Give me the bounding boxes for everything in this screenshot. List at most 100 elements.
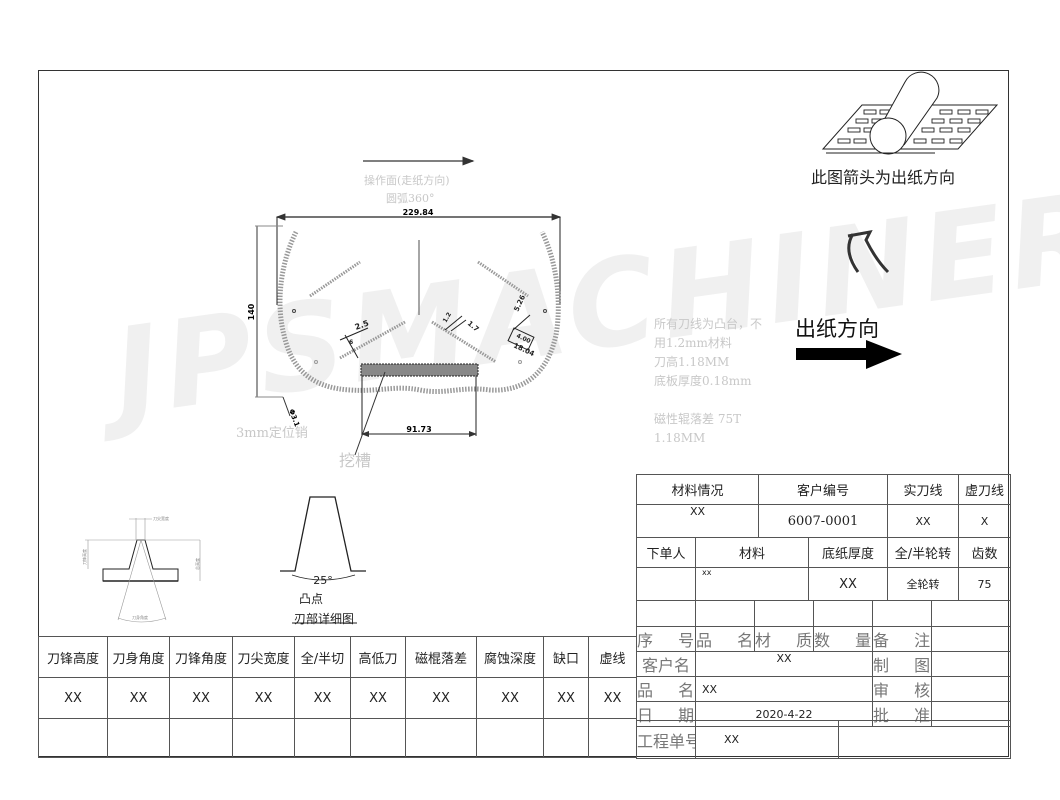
- project-no-label: 工程单号: [636, 720, 696, 759]
- material-header: 材料: [695, 537, 809, 568]
- note-line: 磁性辊落差 75T: [654, 412, 742, 426]
- spec-value: XX: [350, 677, 406, 719]
- height-dimension: 140 Φ3.1: [247, 225, 301, 428]
- spec-header: 刀尖宽度: [232, 636, 295, 678]
- customer-code-value: 6007-0001: [758, 504, 888, 538]
- teeth-header: 齿数: [958, 537, 1011, 568]
- material-status-header: 材料情况: [636, 474, 759, 505]
- title-block-order: 下单人 材料 底纸厚度 全/半轮转 齿数 xx XX 全轮转 75: [636, 537, 1011, 601]
- product-name-label: 品 名: [636, 676, 696, 702]
- slot-dim-label: 91.73: [406, 425, 431, 434]
- bump-label: 凸点: [299, 592, 324, 606]
- spec-value: XX: [107, 677, 170, 719]
- operation-side-label: 操作面(走纸方向): [364, 174, 450, 187]
- orderer-value: [636, 567, 696, 601]
- spec-header: 刀锋高度: [38, 636, 108, 678]
- blade-edge-detail: 25°: [280, 496, 366, 624]
- customer-name-value: XX: [695, 651, 873, 677]
- note-line: 所有刀线为凸台，不: [654, 317, 763, 331]
- spec-header: 磁棍落差: [405, 636, 477, 678]
- seq-header: 序 号: [636, 626, 696, 652]
- material-status-value: XX: [636, 504, 759, 538]
- groove-slot: [360, 363, 479, 377]
- spec-value-row: XX XX XX XX XX XX XX XX XX XX: [38, 677, 637, 719]
- paper-roll-icon: [821, 71, 999, 155]
- slot-dimension: 91.73: [354, 371, 477, 456]
- dashed-line-header: 虚刀线: [958, 474, 1011, 505]
- remark-header: 备 注: [872, 626, 932, 652]
- spec-header: 高低刀: [350, 636, 406, 678]
- die-cut-outline: [277, 230, 561, 395]
- part-name-header: 品 名: [695, 626, 755, 652]
- drawn-label: 制 图: [872, 651, 932, 677]
- spec-value: XX: [232, 677, 295, 719]
- legend-caption: 此图箭头为出纸方向: [811, 168, 956, 187]
- product-name-value: XX: [695, 676, 873, 702]
- small-dimensions: 2.5 6 1.2 1.7 5.26 4.00 18.04: [339, 294, 536, 359]
- height-dim-label: 140: [247, 303, 256, 320]
- reviewed-label: 审 核: [872, 676, 932, 702]
- rotation-value: 全轮转: [887, 567, 959, 601]
- spec-table: 刀锋高度 刀身角度 刀锋角度 刀尖宽度 全/半切 高低刀 磁棍落差 腐蚀深度 缺…: [38, 636, 637, 758]
- dashed-line-value: X: [958, 504, 1011, 538]
- dim-1-7: 1.7: [466, 319, 481, 333]
- spec-value: XX: [588, 677, 637, 719]
- tip-width-label: 刀尖宽度: [153, 515, 169, 521]
- width-dim-label: 229.84: [403, 208, 434, 217]
- pin-label: 3mm定位销: [236, 426, 308, 441]
- customer-code-header: 客户编号: [758, 474, 888, 505]
- dim-2-5: 2.5: [354, 318, 371, 331]
- blade-cross-section: 刀尖宽度 刀锋高度 总高度 刀身角度: [81, 515, 201, 623]
- spec-header-row: 刀锋高度 刀身角度 刀锋角度 刀尖宽度 全/半切 高低刀 磁棍落差 腐蚀深度 缺…: [38, 636, 637, 678]
- total-height-label: 总高度: [194, 558, 200, 570]
- arrow-right-icon: [796, 340, 902, 369]
- location-holes: [292, 309, 547, 364]
- dim-1-2: 1.2: [442, 311, 453, 324]
- arc-label: 圆弧360°: [386, 192, 435, 205]
- slot-label: 挖槽: [339, 451, 372, 470]
- angle-label: 25°: [313, 574, 333, 587]
- note-line: 底板厚度0.18mm: [654, 374, 752, 388]
- body-angle-label: 刀身角度: [132, 614, 148, 620]
- dim-5-26: 5.26: [513, 294, 528, 313]
- solid-line-value: XX: [887, 504, 959, 538]
- spec-value: XX: [405, 677, 477, 719]
- liner-thickness-header: 底纸厚度: [808, 537, 888, 568]
- rotation-header: 全/半轮转: [887, 537, 959, 568]
- spec-header: 缺口: [543, 636, 589, 678]
- material-value: xx: [695, 567, 809, 601]
- notes: 所有刀线为凸台，不 用1.2mm材料 刀高1.18MM 底板厚度0.18mm 磁…: [654, 315, 762, 448]
- dim-18-04: 18.04: [512, 342, 536, 359]
- teeth-value: 75: [958, 567, 1011, 601]
- blade-detail-title: 刃部详细图: [294, 612, 355, 626]
- spec-value: XX: [169, 677, 233, 719]
- spec-header: 全/半切: [294, 636, 351, 678]
- customer-name-label: 客户名: [636, 651, 696, 677]
- solid-line-header: 实刀线: [887, 474, 959, 505]
- spec-value: XX: [476, 677, 544, 719]
- dim-6: 6: [349, 339, 353, 346]
- width-dimension: 229.84: [275, 208, 562, 305]
- spec-value: XX: [294, 677, 351, 719]
- title-block-project: 工程单号 XX: [636, 720, 1011, 759]
- orderer-header: 下单人: [636, 537, 696, 568]
- paper-direction-label: 出纸方向: [795, 317, 879, 341]
- liner-thickness-value: XX: [808, 567, 888, 601]
- spec-value: XX: [543, 677, 589, 719]
- curved-arrow-icon: [847, 229, 890, 274]
- note-line: 用1.2mm材料: [654, 336, 732, 350]
- internal-cut-lines: [309, 260, 529, 364]
- spec-header: 虚线: [588, 636, 637, 678]
- spec-header: 刀身角度: [107, 636, 170, 678]
- spec-header: 刀锋角度: [169, 636, 233, 678]
- title-block-material: 材料情况 客户编号 实刀线 虚刀线 XX 6007-0001 XX X: [636, 474, 1011, 538]
- spec-value: XX: [38, 677, 108, 719]
- quantity-header: 数 量: [813, 626, 873, 652]
- project-no-value: XX: [695, 720, 839, 759]
- note-line: 1.18MM: [654, 431, 706, 445]
- spec-empty-row: [38, 718, 637, 758]
- material-quality-header: 材 质: [754, 626, 814, 652]
- edge-height-label: 刀锋高度: [81, 549, 87, 565]
